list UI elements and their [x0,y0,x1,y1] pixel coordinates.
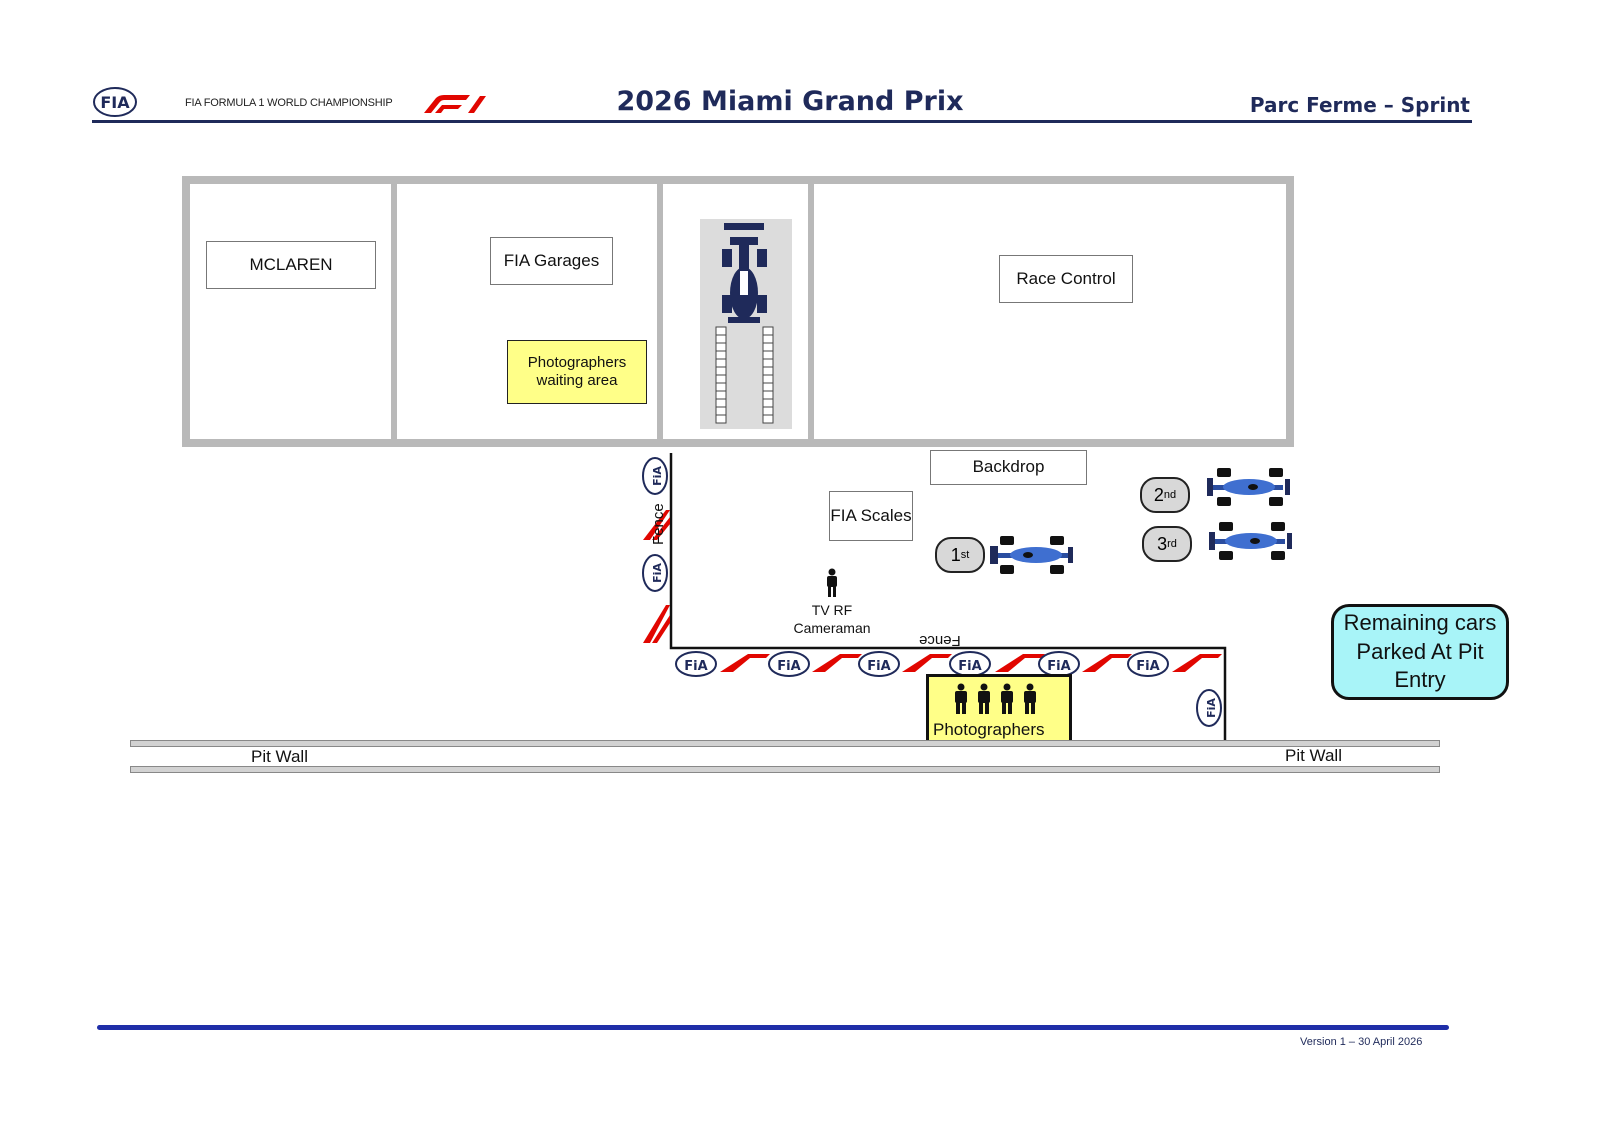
position-2nd-number: 2 [1153,484,1164,505]
tv-rf-cameraman-label: TV RF Cameraman [793,602,871,636]
backdrop-label: Backdrop [930,450,1087,485]
championship-label: FIA FORMULA 1 WORLD CHAMPIONSHIP [185,97,393,109]
page-title: 2026 Miami Grand Prix [616,86,964,117]
pit-wall-lower [130,766,1440,773]
photographers-area: Photographers [926,674,1072,746]
fence-banner-horizontal: FiA FiA FiA FiA FiA FiA [675,651,1222,677]
position-3rd-suffix: rd [1167,538,1177,550]
f1-logo-icon [424,95,486,113]
pit-wall-label-right: Pit Wall [1285,746,1342,765]
photographers-waiting-area: Photographers waiting area [507,340,647,404]
header-rule [92,120,1472,123]
svg-text:FiA: FiA [651,563,664,583]
position-2nd-suffix: nd [1163,489,1177,501]
photographers-people-icon [955,683,1036,714]
mclaren-label: MCLAREN [206,241,376,289]
pit-wall-upper [130,740,1440,747]
fence-banner-vertical: FiA FiA [642,457,670,643]
fia-scales-label: FIA Scales [829,491,913,541]
footer-rule [97,1025,1449,1030]
fence-banner-right: FiA [1196,689,1222,727]
svg-text:FiA: FiA [1205,698,1218,718]
position-1st-suffix: st [960,549,970,561]
fence-label-vertical: Fence [650,503,667,545]
car-lift-icon [700,219,792,429]
svg-text:FiA: FiA [777,659,800,674]
race-control-label: Race Control [999,255,1133,303]
svg-text:FiA: FiA [651,466,664,486]
svg-text:FiA: FiA [958,659,981,674]
car-2nd-icon [1207,468,1290,506]
fence-label-horizontal: Fence [919,632,961,649]
svg-text:FiA: FiA [867,659,890,674]
photographers-label: Photographers [933,720,1045,739]
person-icon [827,568,837,597]
pit-wall-label-left: Pit Wall [251,747,308,766]
svg-text:FiA: FiA [1136,659,1159,674]
page-subtitle: Parc Ferme – Sprint [1249,93,1470,117]
svg-text:FiA: FiA [684,659,707,674]
room-race-control [814,184,1286,439]
car-1st-icon [990,536,1073,574]
fia-logo-icon: FIA [93,87,137,117]
fia-garages-label: FIA Garages [490,237,613,285]
position-1st-number: 1 [950,544,961,565]
version-label: Version 1 – 30 April 2026 [1300,1036,1423,1048]
svg-text:FiA: FiA [1047,659,1070,674]
position-3rd-number: 3 [1157,533,1168,554]
remaining-cars-callout: Remaining cars Parked At Pit Entry [1331,604,1509,700]
car-3rd-icon [1209,522,1292,560]
fia-logo-text: FIA [100,93,130,112]
room-mclaren [190,184,391,439]
